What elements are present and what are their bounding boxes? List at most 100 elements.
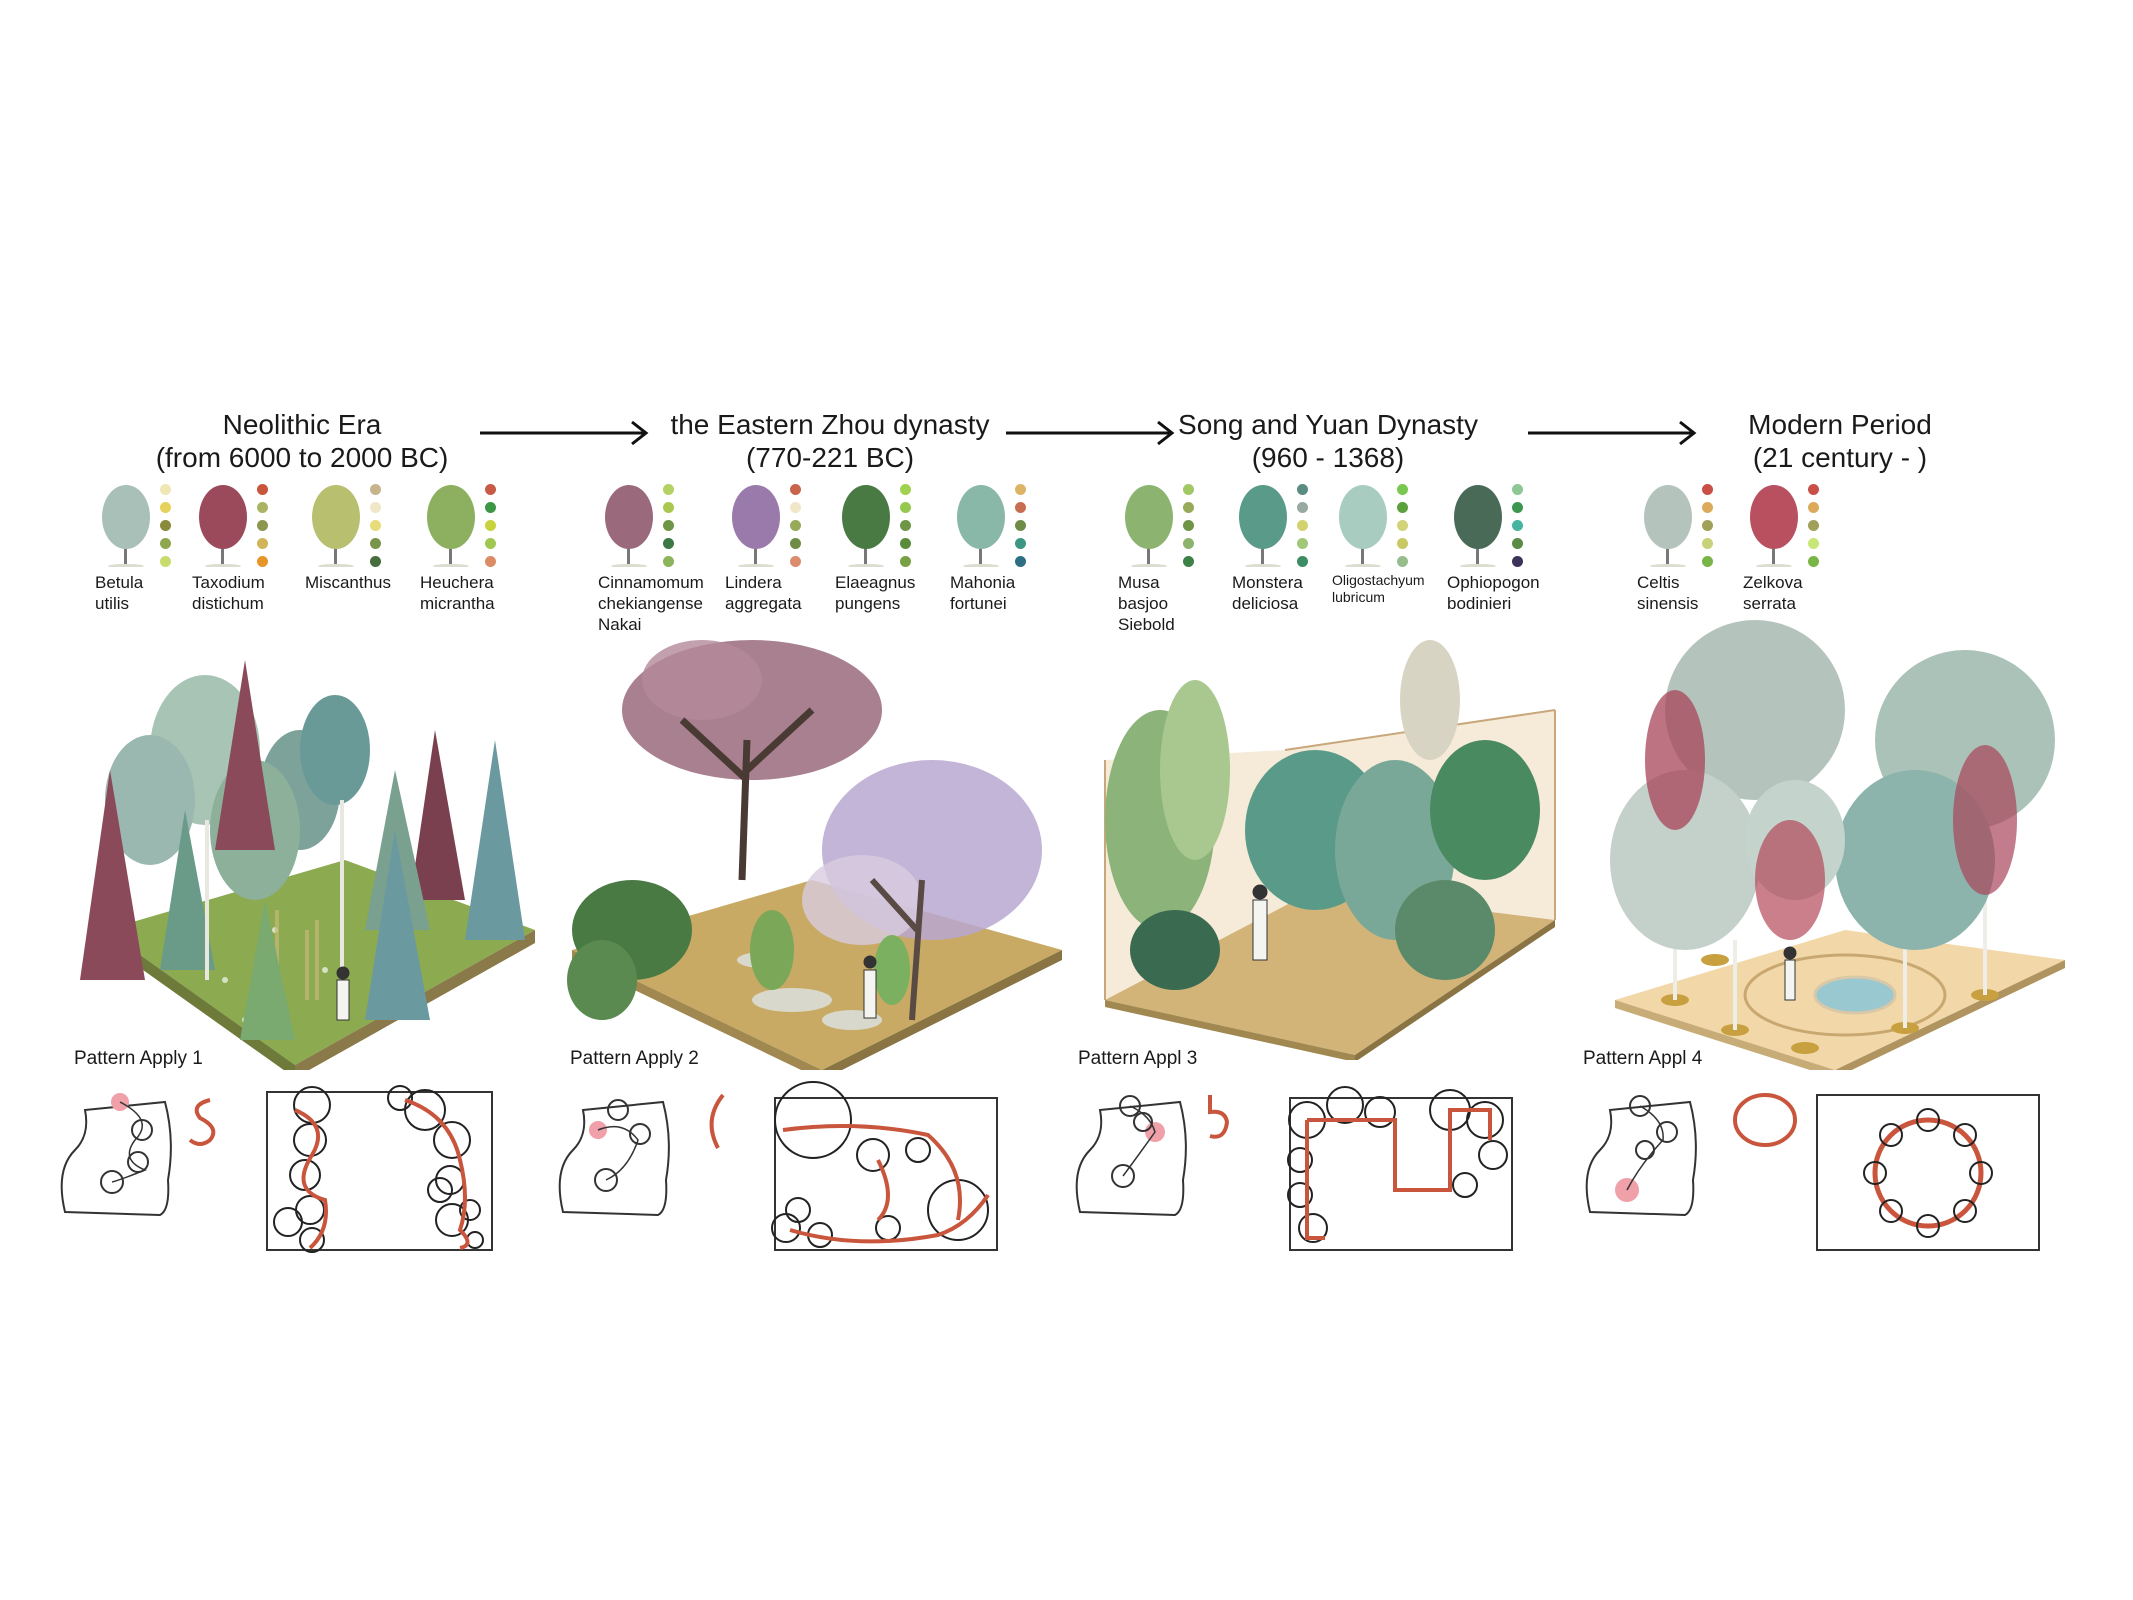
color-swatch — [1808, 484, 1819, 495]
plant-name-line: Nakai — [598, 615, 642, 634]
plant-name-line: Heuchera — [420, 573, 494, 592]
plant-illustration-icon — [199, 485, 247, 567]
color-swatch — [370, 502, 381, 513]
color-swatch — [160, 556, 171, 567]
color-swatch — [900, 538, 911, 549]
color-swatch — [485, 538, 496, 549]
pattern-diagram-4 — [1585, 1093, 2040, 1251]
era-title-neolithic: Neolithic Era (from 6000 to 2000 BC) — [42, 408, 562, 474]
color-swatch — [1702, 556, 1713, 567]
color-swatch — [160, 538, 171, 549]
plant-name-line: fortunei — [950, 594, 1007, 613]
color-swatch — [485, 556, 496, 567]
plant-name-line: aggregata — [725, 594, 802, 613]
color-swatch — [1808, 556, 1819, 567]
color-swatch — [370, 538, 381, 549]
pattern-diagram-1 — [60, 1085, 493, 1253]
plant-illustration-icon — [1750, 485, 1798, 567]
color-swatch — [1397, 502, 1408, 513]
color-swatch — [1808, 538, 1819, 549]
color-swatch — [1297, 484, 1308, 495]
color-swatch — [485, 484, 496, 495]
color-swatch — [790, 556, 801, 567]
timeline-arrow-icon — [1006, 420, 1175, 446]
color-swatch-group — [663, 484, 677, 574]
color-swatch-group — [790, 484, 804, 574]
plant-name-line: micrantha — [420, 594, 495, 613]
pattern-label-2: Pattern Apply 2 — [570, 1048, 699, 1069]
plant-name-line: bodinieri — [1447, 594, 1512, 613]
plant-name-line: Oligostachyum — [1332, 572, 1425, 588]
plant-name: Heuchera micrantha — [420, 572, 495, 614]
color-swatch — [1183, 502, 1194, 513]
color-swatch — [1702, 502, 1713, 513]
color-swatch — [1183, 520, 1194, 531]
plant-name-line: utilis — [95, 594, 130, 613]
color-swatch — [1702, 538, 1713, 549]
era-name: the Eastern Zhou dynasty — [670, 409, 990, 440]
color-swatch — [663, 484, 674, 495]
color-swatch — [1015, 556, 1026, 567]
color-swatch — [1702, 484, 1713, 495]
pattern-label-4: Pattern Appl 4 — [1583, 1048, 1703, 1069]
era-dates: (960 - 1368) — [1251, 442, 1405, 473]
plant-name-line: Taxodium — [192, 573, 265, 592]
color-swatch — [663, 520, 674, 531]
color-swatch — [370, 520, 381, 531]
color-swatch — [370, 484, 381, 495]
color-swatch — [370, 556, 381, 567]
color-swatch — [257, 484, 268, 495]
color-swatch — [790, 484, 801, 495]
color-swatch — [1397, 538, 1408, 549]
color-swatch — [900, 484, 911, 495]
plant-name-line: distichum — [192, 594, 264, 613]
color-swatch-group — [1512, 484, 1526, 574]
era-title-modern: Modern Period (21 century - ) — [1580, 408, 2100, 474]
plant-name: Ophiopogon bodinieri — [1447, 572, 1540, 614]
color-swatch — [1015, 538, 1026, 549]
plant-illustration-icon — [1125, 485, 1173, 567]
color-swatch — [257, 538, 268, 549]
era-name: Modern Period — [1748, 409, 1932, 440]
plant-illustration-icon — [1644, 485, 1692, 567]
plant-name-line: lubricum — [1332, 589, 1385, 605]
pattern-label-1: Pattern Apply 1 — [74, 1048, 203, 1069]
plant-illustration-icon — [1339, 485, 1387, 567]
color-swatch-group — [1015, 484, 1029, 574]
song-yuan-courtyard-scene — [1104, 640, 1556, 1060]
plant-name: Betula utilis — [95, 572, 143, 614]
plant-name-line: Betula — [95, 573, 144, 592]
pattern-label-3: Pattern Appl 3 — [1078, 1048, 1198, 1069]
color-swatch-group — [1702, 484, 1716, 574]
plant-illustration-icon — [842, 485, 890, 567]
plant-name: Taxodium distichum — [192, 572, 265, 614]
color-swatch-group — [1808, 484, 1822, 574]
color-swatch — [790, 538, 801, 549]
timeline-arrow-icon — [1528, 420, 1697, 446]
color-swatch — [485, 502, 496, 513]
plant-illustration-icon — [102, 485, 150, 567]
era-dates: (770-221 BC) — [745, 442, 915, 473]
plant-illustration-icon — [732, 485, 780, 567]
era-name: Song and Yuan Dynasty — [1178, 409, 1478, 440]
color-swatch — [1297, 556, 1308, 567]
plant-name-line: Ophiopogon — [1447, 573, 1540, 592]
person-figure — [336, 966, 350, 1021]
plant-name-line: serrata — [1743, 594, 1796, 613]
color-swatch — [1808, 520, 1819, 531]
color-swatch — [1183, 484, 1194, 495]
color-swatch — [257, 502, 268, 513]
color-swatch — [1512, 484, 1523, 495]
color-swatch — [485, 520, 496, 531]
plant-illustration-icon — [312, 485, 360, 567]
plant-name-line: chekiangense — [598, 594, 703, 613]
eastern-zhou-garden-scene — [567, 640, 1062, 1070]
plant-illustration-icon — [1454, 485, 1502, 567]
plant-name-line: basjoo — [1118, 594, 1169, 613]
color-swatch — [663, 556, 674, 567]
